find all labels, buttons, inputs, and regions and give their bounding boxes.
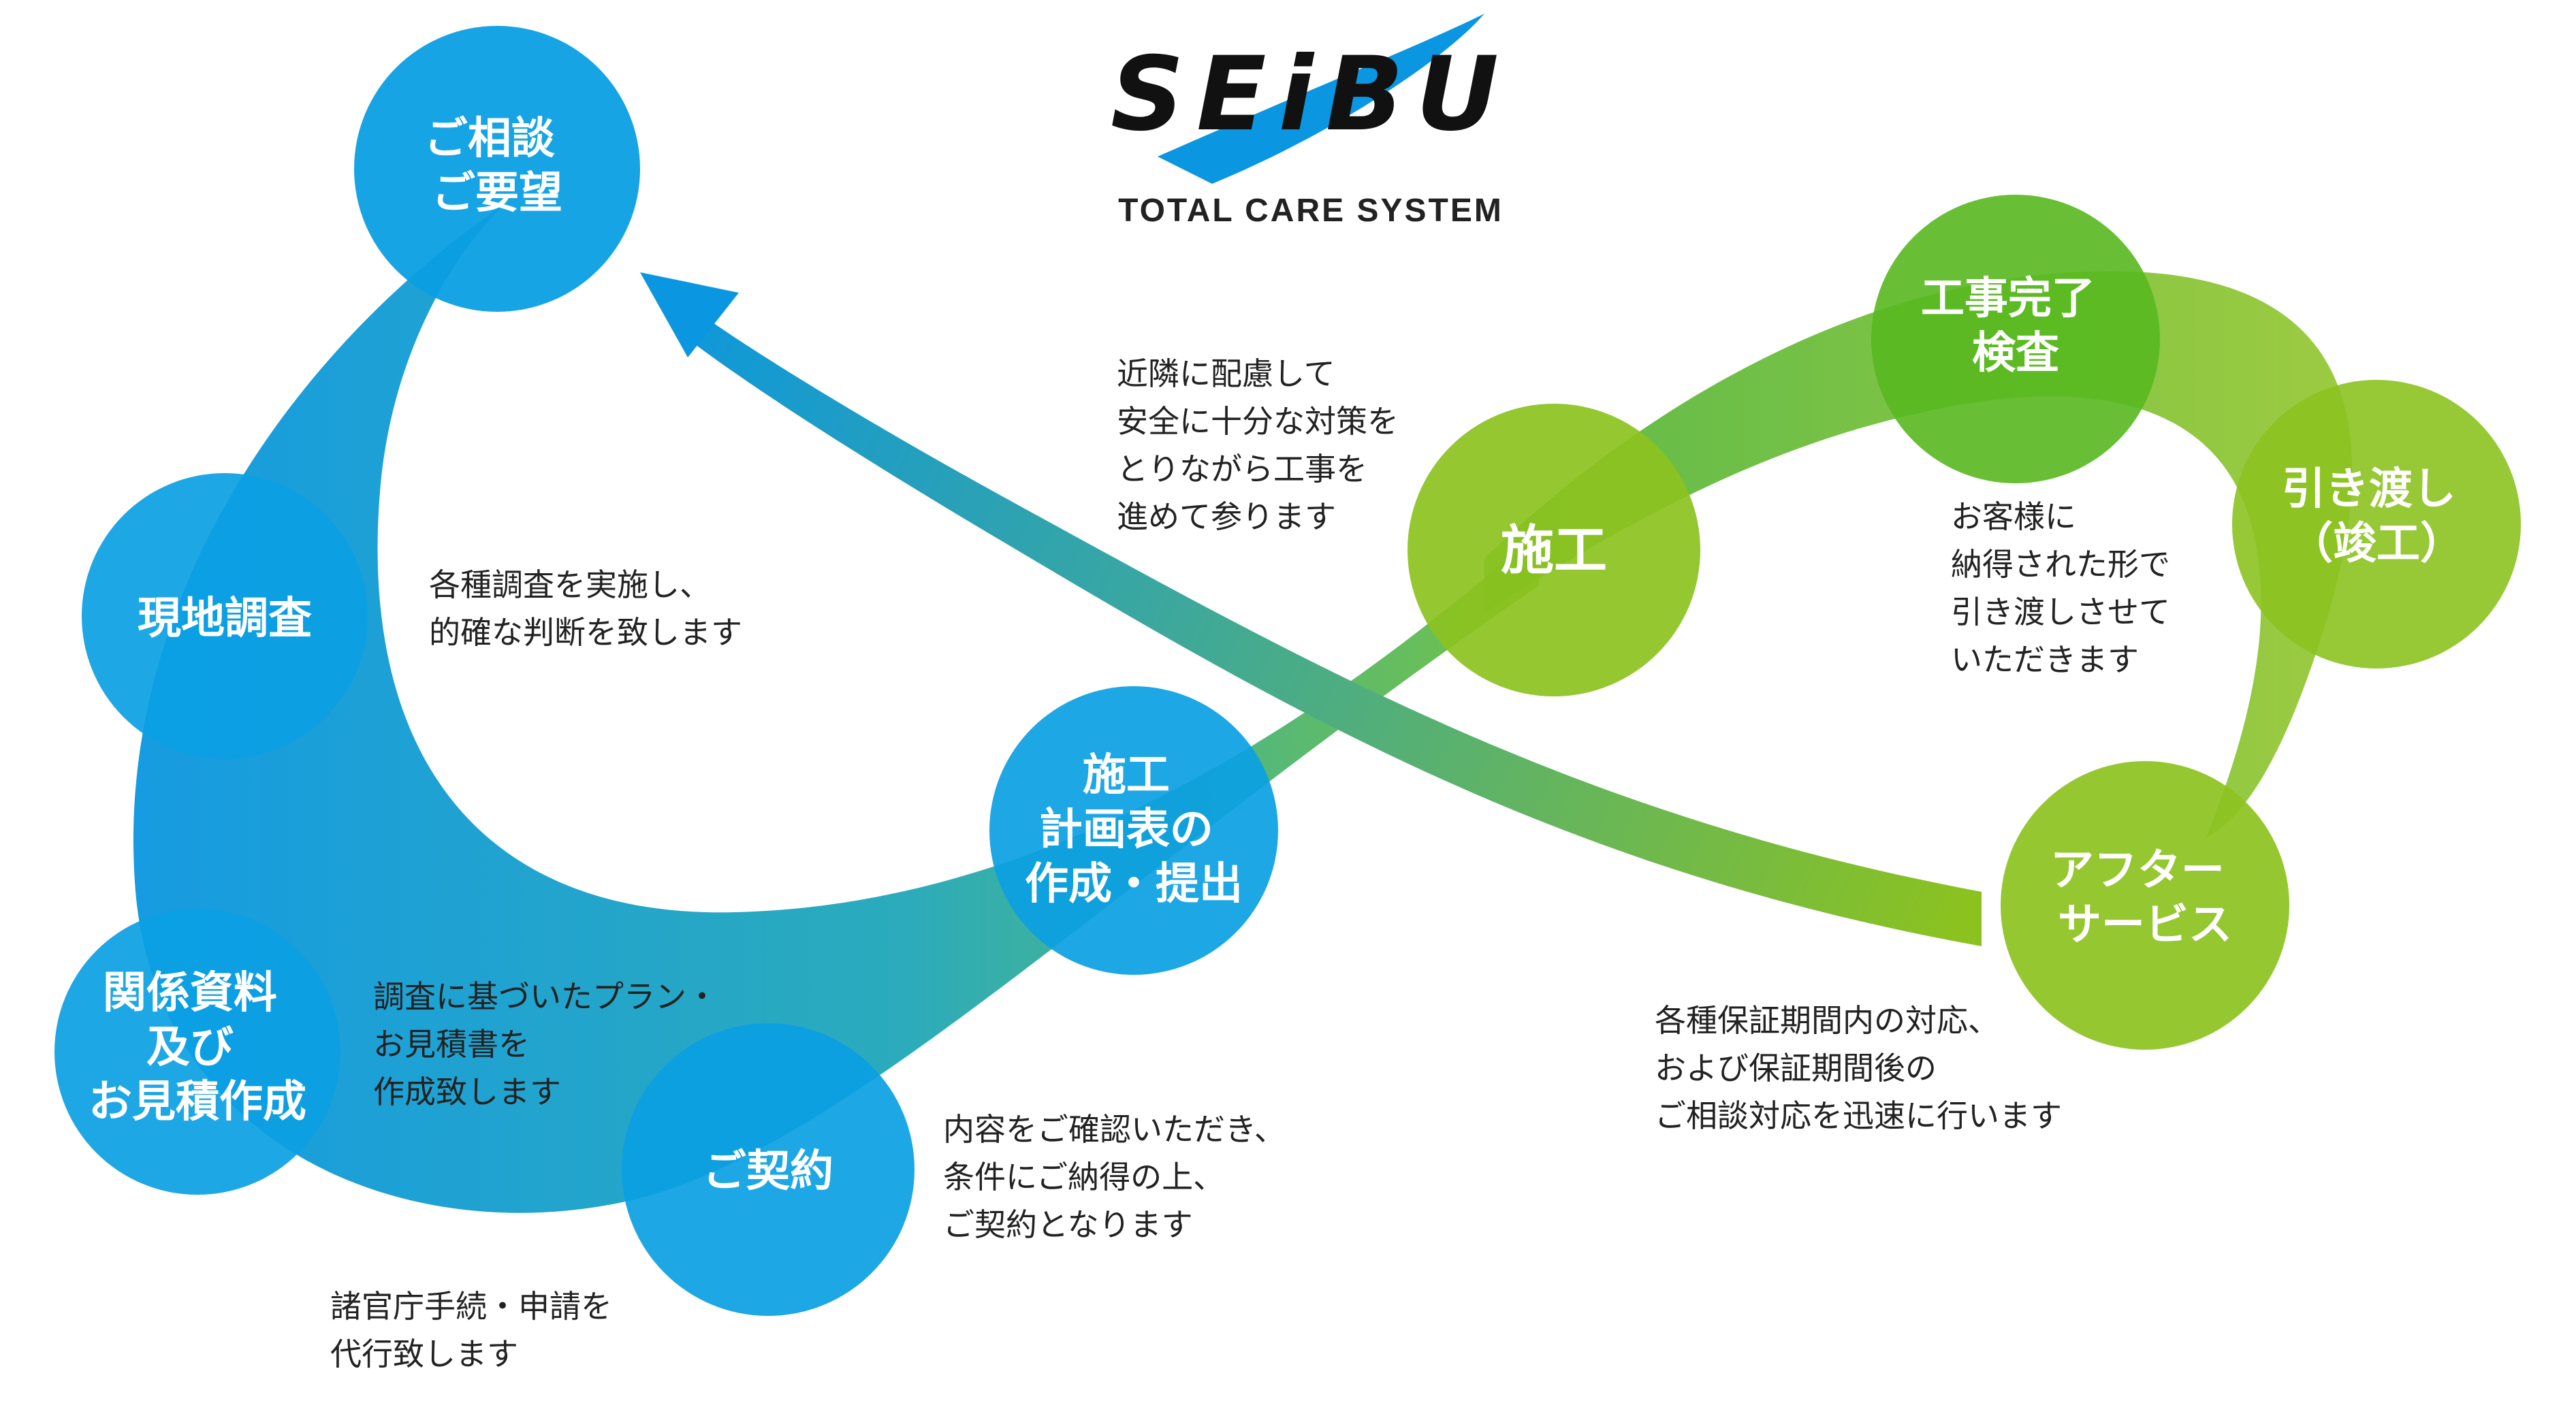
return-arrow-shaft [681, 310, 1982, 946]
node-site-survey-label: 現地調査 [138, 594, 312, 644]
note-handover: お客様に 納得された形で 引き渡しさせて いただきます [1951, 498, 2180, 678]
node-handover-label: 引き渡し （竣工） [2282, 464, 2471, 569]
note-survey: 各種調査を実施し、 的確な判断を致します [429, 566, 742, 651]
flow-ribbon-left [133, 204, 1540, 1213]
node-construction: 施工 [1408, 404, 1700, 696]
node-consultation: ご相談 ご要望 [354, 26, 640, 312]
node-documents: 関係資料 及び お見積作成 [54, 909, 340, 1195]
node-schedule-label: 施工 計画表の 作成・提出 [1025, 750, 1243, 909]
note-contract: 内容をご確認いただき、 条件にご納得の上、 ご契約となります [943, 1111, 1295, 1243]
node-contract-label: ご契約 [703, 1146, 833, 1197]
note-plan: 調査に基づいたプラン・ お見積書を 作成致します [373, 978, 728, 1110]
node-documents-label: 関係資料 及び お見積作成 [89, 968, 306, 1127]
node-after-service-label: アフター サービス [2050, 846, 2240, 950]
node-consultation-label: ご相談 ご要望 [424, 114, 570, 219]
brand-subtitle: TOTAL CARE SYSTEM [1118, 193, 1504, 229]
logo-swoosh [1158, 14, 1484, 184]
note-after: 各種保証期間内の対応、 および保証期間後の ご相談対応を迅速に行います [1655, 1002, 2062, 1134]
node-handover: 引き渡し （竣工） [2232, 380, 2521, 669]
note-procedures: 諸官庁手続・申請を 代行致します [330, 1288, 622, 1372]
logo-wordmark: SEiBU [1111, 35, 1511, 154]
node-after-service: アフター サービス [2001, 761, 2289, 1050]
node-schedule: 施工 計画表の 作成・提出 [989, 686, 1278, 975]
flow-ribbon-right [1484, 271, 2353, 838]
node-construction-label: 施工 [1501, 520, 1607, 581]
node-inspection: 工事完了 検査 [1871, 195, 2160, 483]
note-construction: 近隣に配慮して 安全に十分な対策を とりながら工事を 進めて参ります [1117, 355, 1409, 535]
node-site-survey: 現地調査 [82, 473, 368, 759]
node-inspection-label: 工事完了 検査 [1921, 274, 2110, 379]
node-contract: ご契約 [622, 1023, 915, 1316]
return-arrow-head [640, 272, 739, 357]
brand-logo: SEiBU [1111, 14, 1511, 184]
